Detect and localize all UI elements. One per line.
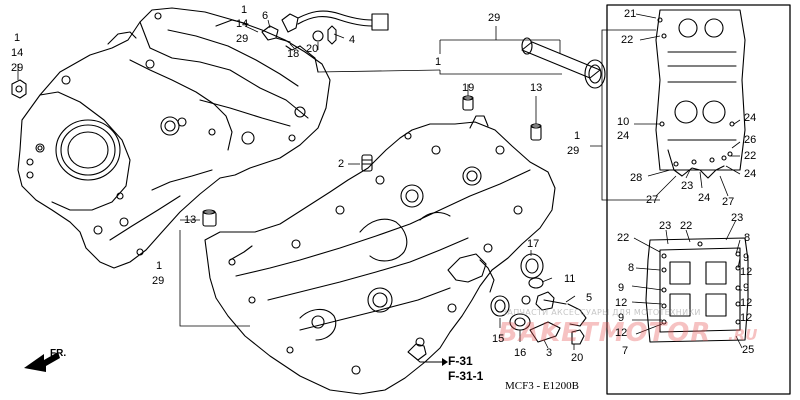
callout-22d: 22 [680,220,693,232]
callout-12a: 12 [740,266,753,278]
callout-1-left: 1 [156,260,163,272]
callout-19: 19 [462,82,475,94]
front-arrow [24,352,60,372]
inset-panel [606,4,791,395]
callout-22c: 22 [617,232,630,244]
callout-1-right: 1 [574,130,581,142]
callout-6: 6 [262,10,269,22]
callout-16: 16 [514,347,527,359]
seals-and-fittings [490,253,587,345]
reference-f31-1: F-31-1 [448,369,484,383]
callout-29: 29 [11,62,24,74]
callout-27b: 27 [722,196,735,208]
callout-29b: 29 [236,33,249,45]
front-label: FR. [50,348,67,359]
callout-1-top: 1 [435,56,442,68]
callout-8b: 8 [744,232,751,244]
callout-29-left: 29 [152,275,165,287]
dowel-pin-13-top [530,123,542,141]
callout-12b: 12 [615,297,628,309]
callout-11: 11 [564,273,576,285]
stud-2 [361,154,373,172]
callout-12d: 12 [615,327,628,339]
callout-17: 17 [527,238,540,250]
callout-10: 10 [617,116,630,128]
callout-1: 1 [14,32,21,44]
callout-15: 15 [492,333,505,345]
callout-26: 26 [744,134,757,146]
ref-arrow [407,351,448,366]
callout-5: 5 [586,292,593,304]
callout-12c: 12 [740,297,753,309]
watermark-domain: .RU [728,326,758,344]
callout-1b: 1 [241,4,248,16]
callout-24a: 24 [617,130,630,142]
callout-4: 4 [349,34,356,46]
callout-18: 18 [287,48,300,60]
callout-29-right: 29 [567,145,580,157]
callout-24b: 24 [744,112,757,124]
dowel-pin-13-left [202,209,217,227]
callout-9c: 9 [743,282,750,294]
watermark-logo: BAKETMOTOR [498,318,712,348]
callout-20b: 20 [571,352,584,364]
callout-9a: 9 [743,252,750,264]
callout-28: 28 [630,172,643,184]
callout-13-left: 13 [184,214,197,226]
upper-crankcase [17,7,331,269]
callout-8a: 8 [628,262,635,274]
callout-29-top: 29 [488,12,501,24]
callout-3: 3 [546,347,553,359]
callout-23b: 23 [659,220,672,232]
callout-25: 25 [742,344,755,356]
watermark-tagline: ЗАПЧАСТИ АКСЕССУАРЫ ДЛЯ МОТОТЕХНИКИ [502,308,701,317]
callout-9d: 9 [618,312,625,324]
callout-23c: 23 [731,212,744,224]
sensor-assembly [261,10,389,73]
callout-9b: 9 [618,282,625,294]
callout-12e: 12 [740,312,753,324]
callout-14b: 14 [236,18,249,30]
callout-22b: 22 [744,150,757,162]
callout-23a: 23 [681,180,694,192]
callout-21: 21 [624,8,637,20]
lower-crankcase [204,115,556,395]
callout-2: 2 [338,158,345,170]
callout-14: 14 [11,47,24,59]
callout-24d: 24 [698,192,711,204]
callout-27a: 27 [646,194,659,206]
dowel-pin-19 [462,95,474,111]
callout-7: 7 [622,345,629,357]
callout-24c: 24 [744,168,757,180]
reference-f31: F-31 [448,354,473,368]
callout-22a: 22 [621,34,634,46]
callout-20: 20 [306,43,319,55]
tube-part [521,37,606,89]
diagram-code: MCF3 - E1200B [505,380,579,392]
bolt-14 [11,79,27,99]
callout-13-top: 13 [530,82,543,94]
leader-lines [17,13,743,350]
